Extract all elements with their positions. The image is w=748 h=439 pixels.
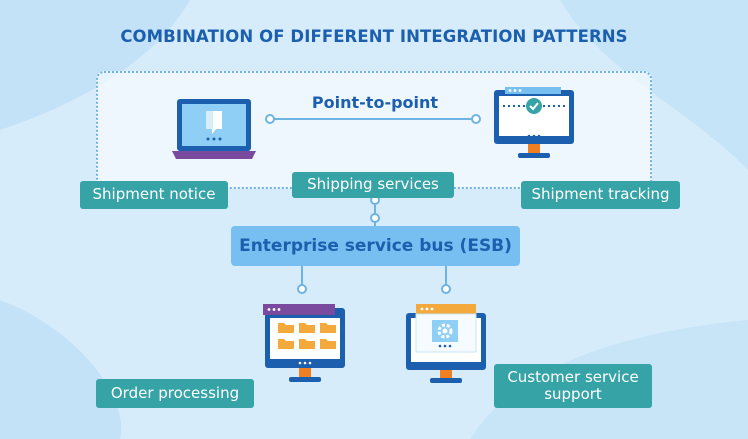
- diagram-title: COMBINATION OF DIFFERENT INTEGRATION PAT…: [120, 27, 628, 46]
- p2p-connector-end-right: [471, 114, 481, 124]
- shipment-notice-label: Shipment notice: [80, 181, 228, 209]
- esb-customer-connector-end: [441, 284, 451, 294]
- monitor-checkmark-icon: [494, 87, 574, 158]
- order-processing-label: Order processing: [96, 379, 254, 408]
- point-to-point-label: Point-to-point: [311, 93, 439, 112]
- p2p-connector-end-left: [265, 114, 275, 124]
- shipping-services-label: Shipping services: [292, 172, 454, 198]
- shipping-esb-connector-end-bottom: [370, 213, 380, 223]
- esb-order-connector-end: [297, 284, 307, 294]
- shipment-tracking-label: Shipment tracking: [521, 181, 680, 209]
- monitor-folders-icon: [263, 304, 345, 382]
- esb-node: Enterprise service bus (ESB): [231, 226, 520, 266]
- customer-service-support-label: Customer service support: [494, 364, 652, 408]
- monitor-gear-icon: [406, 304, 486, 383]
- laptop-chat-icon: [172, 99, 256, 159]
